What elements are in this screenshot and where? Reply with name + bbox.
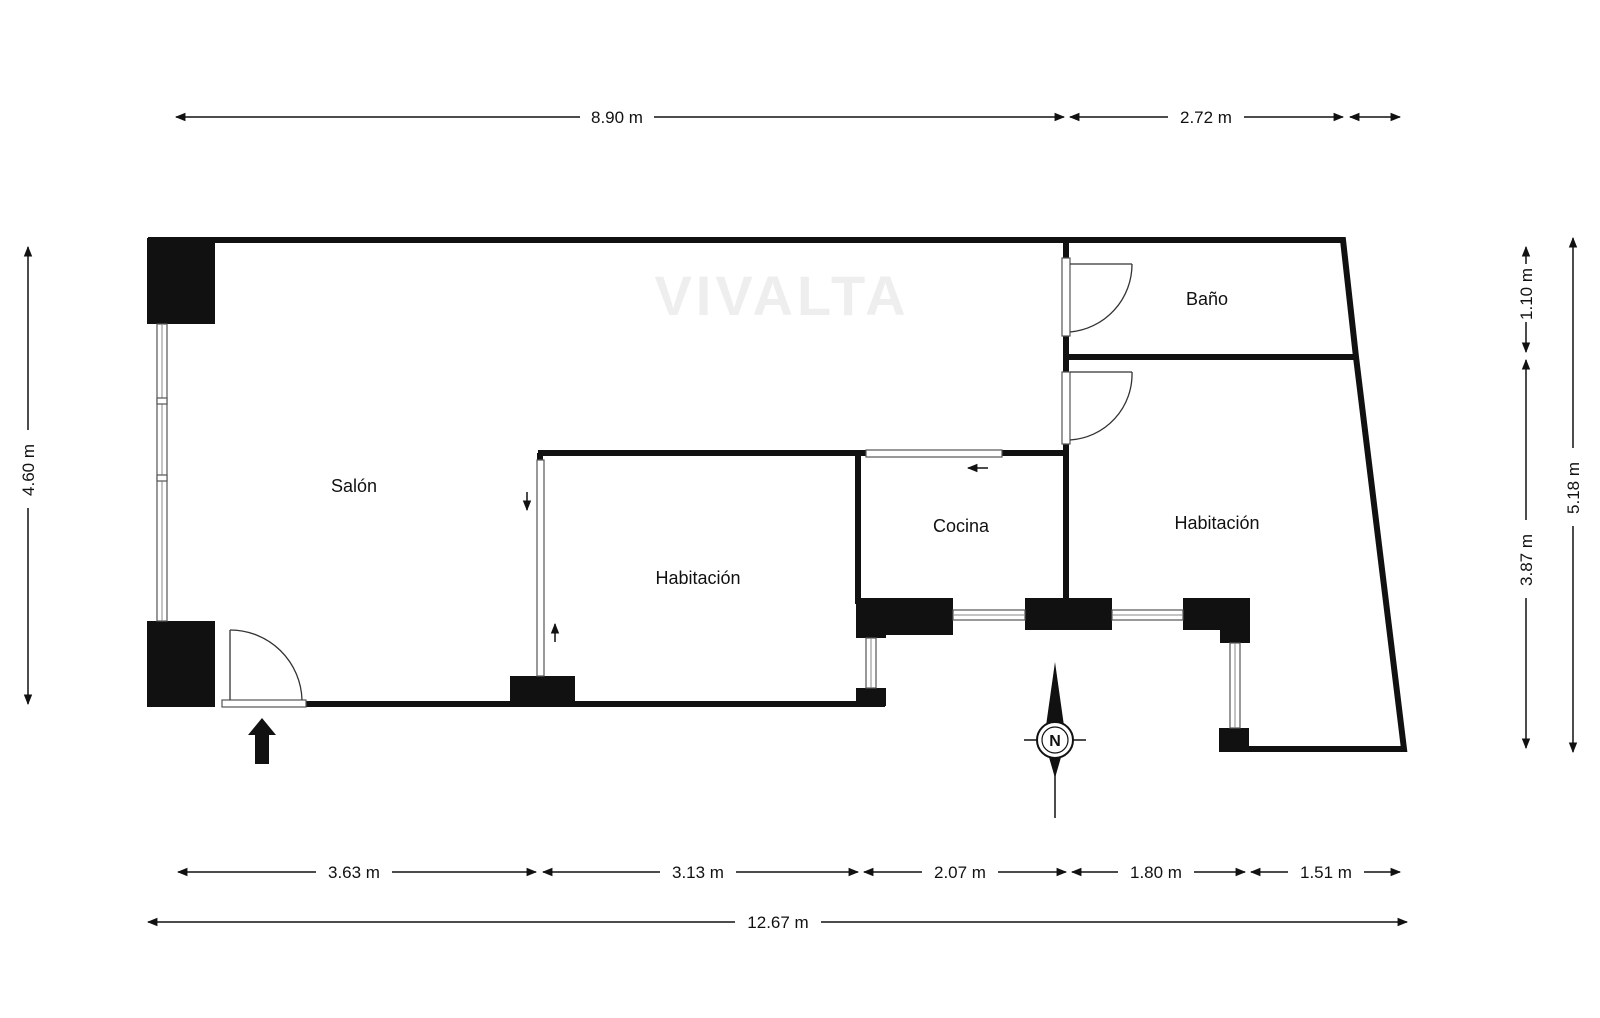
pillars [147,238,1250,752]
room-label-cocina: Cocina [933,516,990,536]
dimension-bottom-total: 12.67 m [146,913,1409,932]
dimension-label: 2.07 m [934,863,986,882]
dimension-bottom-4: 1.80 m [1070,863,1247,882]
sliding-door-arrow-icon [522,463,988,642]
watermark: VIVALTA [654,264,909,327]
dimension-bottom-3: 2.07 m [862,863,1068,882]
dimension-label: 3.63 m [328,863,380,882]
walls [148,237,1408,752]
dimension-label: 1.80 m [1130,863,1182,882]
room-label-habitacion-1: Habitación [655,568,740,588]
sliding-door [536,459,545,677]
dimension-top-right: 2.72 m [1068,108,1402,127]
doors [229,263,1133,701]
dimension-right-total: 5.18 m [1564,236,1583,754]
dimension-right-upper: 1.10 m [1517,245,1536,354]
dimension-label: 3.13 m [672,863,724,882]
dimension-label: 4.60 m [19,444,38,496]
dimension-bottom-5: 1.51 m [1249,863,1402,882]
dimension-label: 12.67 m [747,913,808,932]
room-label-bano: Baño [1186,289,1228,309]
dimension-bottom-1: 3.63 m [176,863,538,882]
dimension-label: 1.51 m [1300,863,1352,882]
room-label-habitacion-2: Habitación [1174,513,1259,533]
compass-label: N [1049,733,1061,750]
dimension-label: 3.87 m [1517,534,1536,586]
room-label-salon: Salón [331,476,377,496]
dimension-left-height: 4.60 m [19,245,38,706]
north-compass-icon: N [1024,662,1086,818]
dimension-bottom-2: 3.13 m [541,863,860,882]
dimension-right-lower: 3.87 m [1517,358,1536,750]
dimension-label: 2.72 m [1180,108,1232,127]
dimension-top-left: 8.90 m [174,108,1066,127]
dimension-label: 5.18 m [1564,462,1583,514]
entrance-arrow-icon [248,718,276,764]
dimension-label: 8.90 m [591,108,643,127]
window [865,449,1003,458]
windows [156,257,1241,729]
dimension-label: 1.10 m [1517,268,1536,320]
